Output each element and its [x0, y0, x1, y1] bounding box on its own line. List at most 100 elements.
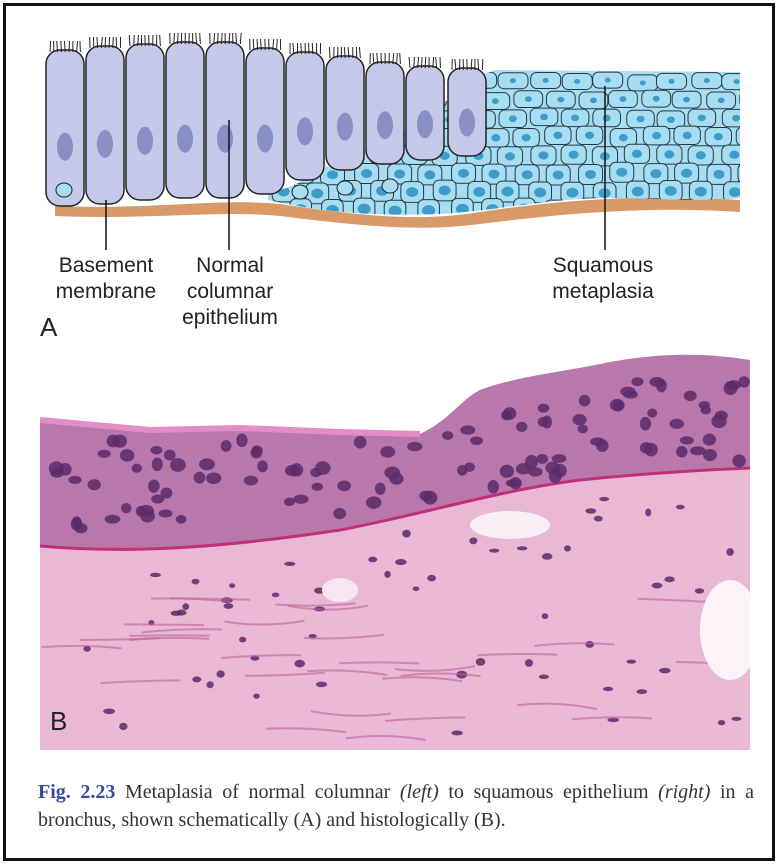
squamous-nucleus [509, 78, 516, 84]
squamous-cell [755, 73, 780, 89]
squamous-nucleus [568, 150, 579, 159]
columnar-cell [85, 45, 125, 205]
apical-border [40, 417, 421, 437]
nucleus [97, 449, 111, 458]
nucleus [50, 468, 64, 478]
squamous-cell [735, 126, 740, 146]
nucleus [596, 439, 609, 453]
nucleus [505, 479, 521, 488]
squamous-nucleus [652, 131, 662, 140]
squamous-cell [770, 91, 780, 108]
nucleus [469, 537, 478, 545]
nucleus [689, 446, 706, 456]
squamous-nucleus [713, 132, 723, 141]
squamous-nucleus [618, 133, 628, 142]
basement-membrane-label: Basement membrane [55, 254, 157, 303]
nucleus [475, 658, 486, 666]
nucleus [119, 449, 135, 462]
squamous-nucleus [422, 205, 436, 215]
cilium [235, 32, 238, 45]
vessel-space [700, 580, 750, 680]
collagen-fiber [345, 734, 426, 741]
squamous-nucleus [521, 170, 533, 180]
nucleus [515, 421, 528, 432]
nucleus [489, 548, 500, 553]
squamous-nucleus [361, 168, 373, 178]
nucleus [131, 463, 143, 473]
cilium [63, 40, 66, 53]
nucleus [427, 574, 436, 582]
schematic-diagram [45, 32, 780, 250]
squamous-nucleus [745, 133, 754, 140]
nucleus [659, 667, 671, 674]
nucleus [538, 674, 549, 680]
columnar-cell [125, 43, 165, 201]
squamous-nucleus [424, 170, 436, 180]
cilium [260, 38, 262, 51]
cilium [49, 40, 52, 53]
nucleus [711, 414, 727, 429]
basal-cell [291, 184, 309, 200]
squamous-cell [739, 200, 740, 215]
squamous-nucleus [501, 186, 514, 197]
nucleus [206, 472, 222, 485]
squamous-nucleus [697, 114, 706, 122]
squamous-nucleus [540, 113, 549, 121]
squamous-nucleus [729, 150, 740, 159]
squamous-nucleus [542, 77, 549, 83]
caption-text: to squamous epithelium [438, 781, 659, 803]
cilium [420, 56, 423, 69]
squamous-nucleus [604, 77, 611, 83]
squamous-nucleus [388, 205, 402, 215]
panel-a-letter: A [40, 312, 58, 342]
nucleus [182, 603, 190, 611]
nucleus [384, 570, 391, 578]
cilium [276, 38, 278, 51]
nucleus [607, 717, 620, 723]
nucleus [470, 436, 484, 445]
nucleus [163, 449, 176, 461]
collagen-fiber [275, 602, 356, 607]
collagen-fiber [400, 672, 481, 678]
squamous-nucleus [589, 97, 597, 104]
cilium [137, 34, 140, 47]
cilia [49, 32, 484, 71]
nucleus [593, 515, 603, 522]
nucleus [239, 636, 247, 643]
squamous-nucleus [744, 206, 757, 217]
columnar-nucleus [297, 117, 313, 146]
figure-number: Fig. 2.23 [38, 781, 116, 803]
nucleus [380, 446, 396, 458]
nucleus [87, 479, 101, 491]
nucleus [698, 401, 710, 410]
nucleus [541, 553, 553, 560]
squamous-cell [772, 164, 780, 184]
squamous-nucleus [504, 152, 515, 161]
squamous-nucleus [682, 131, 692, 140]
nucleus [412, 586, 420, 592]
nucleus [368, 556, 378, 563]
collagen-fiber [221, 654, 302, 660]
columnar-cells [45, 41, 487, 207]
cilium [60, 40, 62, 53]
cilium [272, 38, 275, 51]
collagen-fiber [516, 702, 598, 711]
basal-cell [381, 178, 399, 194]
squamous-nucleus [394, 169, 406, 179]
squamous-nucleus [491, 98, 499, 104]
nucleus [717, 720, 726, 726]
squamous-nucleus [703, 78, 710, 84]
columnar-nucleus [217, 124, 233, 153]
squamous-nucleus [732, 114, 740, 122]
nucleus [121, 502, 132, 514]
cilium [128, 34, 131, 47]
squamous-nucleus [762, 152, 772, 160]
nucleus [315, 681, 328, 688]
cilium [159, 34, 161, 47]
cilium [76, 40, 79, 53]
nucleus [502, 407, 517, 420]
nucleus [626, 659, 637, 664]
nucleus [216, 670, 225, 678]
squamous-nucleus [733, 79, 740, 85]
collagen-fiber [224, 619, 305, 626]
